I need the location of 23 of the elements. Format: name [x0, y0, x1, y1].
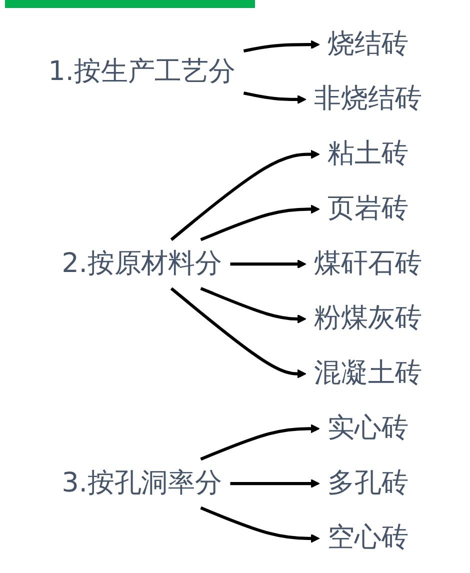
node-text: 实心砖	[328, 412, 408, 444]
node-text: 烧结砖	[328, 28, 408, 60]
node-text: 空心砖	[328, 522, 408, 554]
node-text: 混凝土砖	[314, 358, 422, 389]
arrow	[200, 204, 320, 242]
node-text: 页岩砖	[328, 193, 408, 224]
node-text: 非烧结砖	[314, 83, 422, 114]
arrow	[230, 260, 306, 269]
arrow	[200, 286, 306, 324]
node-text: 多孔砖	[328, 467, 408, 499]
node-text: 煤矸石砖	[314, 248, 422, 280]
arrow	[243, 92, 306, 104]
node-text: 2.按原材料分	[62, 248, 222, 280]
arrow	[200, 424, 320, 461]
arrow	[243, 40, 320, 53]
arrow	[200, 506, 320, 543]
node-text: 粉煤灰砖	[314, 302, 422, 334]
node-text: 1.按生产工艺分	[48, 56, 236, 88]
arrow	[170, 150, 320, 241]
node-text: 粘土砖	[328, 138, 408, 170]
node-text: 3.按孔洞率分	[62, 467, 222, 499]
arrow	[170, 287, 306, 378]
arrow	[230, 478, 320, 488]
